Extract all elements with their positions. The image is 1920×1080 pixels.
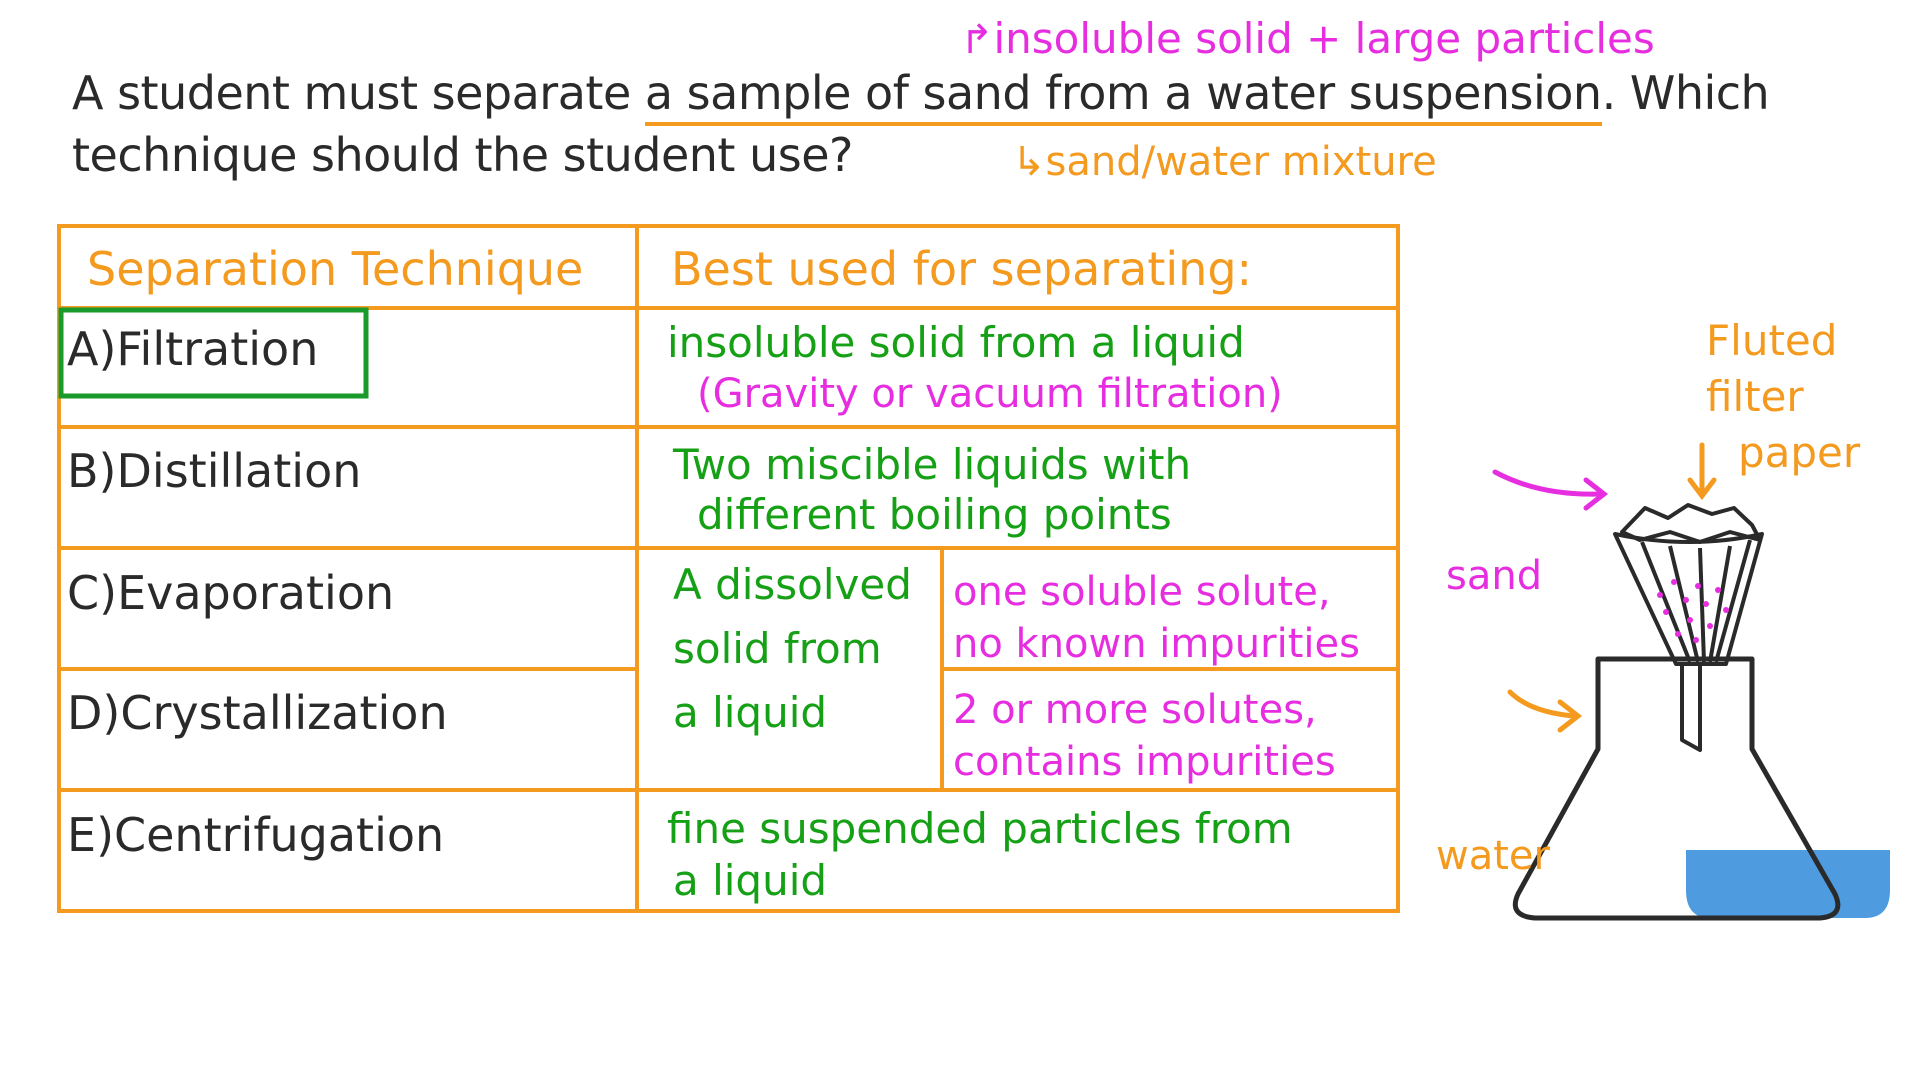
sand-arrow-icon bbox=[1492, 469, 1609, 511]
label-paper: paper bbox=[1738, 428, 1861, 477]
shared-cd-line-3: a liquid bbox=[673, 688, 828, 737]
row-b-technique: B)Distillation bbox=[67, 444, 362, 498]
row-c-note-line-2: no known impurities bbox=[953, 621, 1360, 667]
question-line-2: technique should the student use? bbox=[72, 128, 853, 182]
label-filter: filter bbox=[1706, 372, 1804, 421]
row-c-technique: C)Evaporation bbox=[67, 566, 395, 620]
funnel-icon bbox=[1613, 532, 1764, 752]
table-grid bbox=[57, 224, 1400, 913]
annotation-bottom: ↳sand/water mixture bbox=[1012, 139, 1437, 185]
row-a-technique: A)Filtration bbox=[67, 322, 319, 376]
question-underlined-phrase: a sample of sand from a water suspension bbox=[644, 66, 1602, 126]
question-text: A student must separate a sample of sand… bbox=[72, 66, 1770, 194]
row-d-note-line-2: contains impurities bbox=[953, 739, 1336, 785]
row-d-technique: D)Crystallization bbox=[67, 686, 448, 740]
row-e-best-for-line-2: a liquid bbox=[673, 856, 828, 905]
shared-cd-line-2: solid from bbox=[673, 624, 882, 673]
row-e-best-for-line-1: fine suspended particles from bbox=[667, 804, 1293, 853]
row-c-note-line-1: one soluble solute, bbox=[953, 569, 1331, 615]
bent-arrow-icon: ↱ bbox=[960, 17, 994, 63]
flask-funnel-illustration bbox=[1492, 442, 1890, 921]
water-arrow-icon bbox=[1507, 689, 1583, 733]
label-sand: sand bbox=[1446, 553, 1543, 599]
bent-arrow-icon: ↳ bbox=[1012, 139, 1046, 185]
label-fluted: Fluted bbox=[1706, 316, 1838, 365]
row-d-note-line-1: 2 or more solutes, bbox=[953, 687, 1317, 733]
row-a-best-for: insoluble solid from a liquid bbox=[667, 318, 1245, 367]
arrow-down-icon bbox=[1687, 442, 1717, 501]
header-best-used: Best used for separating: bbox=[671, 242, 1253, 296]
shared-cd-line-1: A dissolved bbox=[673, 560, 912, 609]
flask-icon bbox=[1512, 656, 1890, 921]
separation-table: Separation Technique Best used for separ… bbox=[57, 224, 1400, 913]
sand-dots-icon bbox=[1657, 579, 1729, 643]
label-water: water bbox=[1436, 833, 1550, 879]
question-line-1: A student must separate a sample of sand… bbox=[72, 66, 1770, 132]
filtration-diagram: Fluted filter paper sand water bbox=[1400, 300, 1900, 940]
selection-box bbox=[58, 307, 369, 399]
row-e-technique: E)Centrifugation bbox=[67, 808, 445, 862]
row-b-best-for-line-1: Two miscible liquids with bbox=[673, 440, 1192, 489]
filter-paper-icon bbox=[1620, 503, 1762, 544]
annotation-top: ↱insoluble solid + large particles bbox=[960, 14, 1655, 63]
row-b-best-for-line-2: different boiling points bbox=[697, 490, 1172, 539]
header-technique: Separation Technique bbox=[87, 242, 584, 296]
row-a-note: (Gravity or vacuum filtration) bbox=[697, 371, 1283, 417]
